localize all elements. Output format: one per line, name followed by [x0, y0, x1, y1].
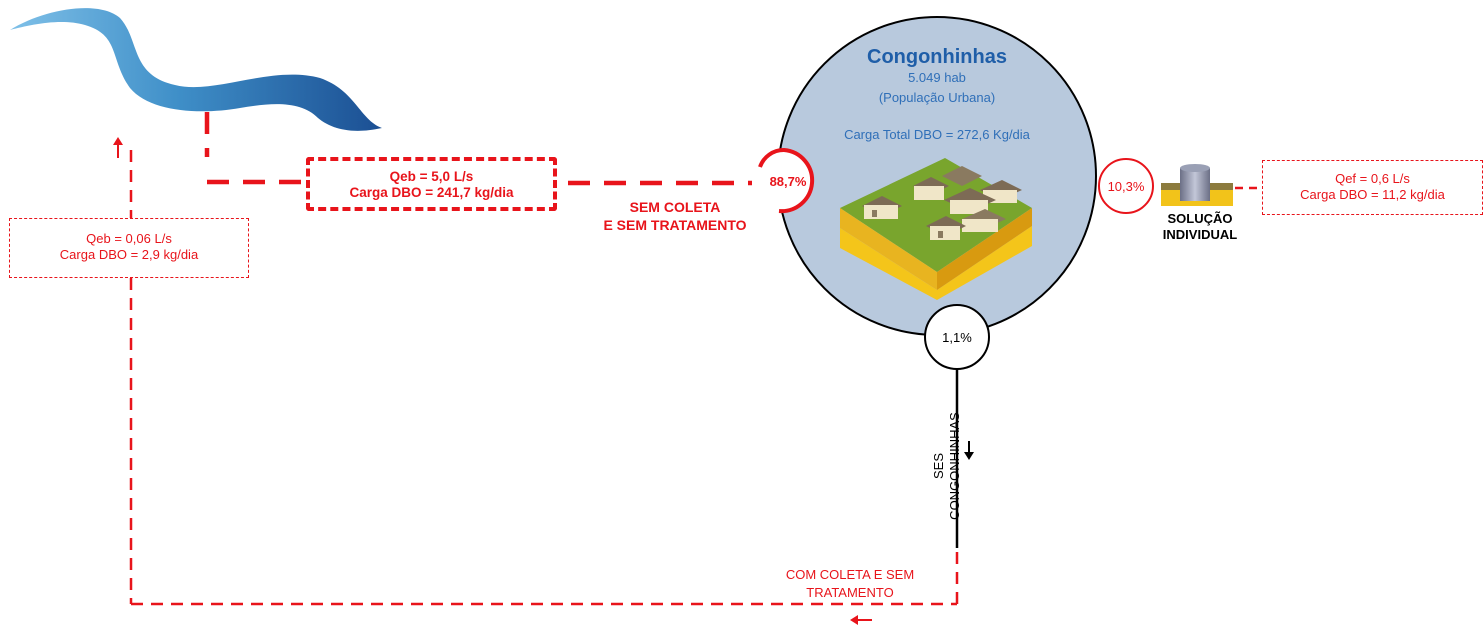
sem-coleta-flow: Qeb = 5,0 L/s: [389, 169, 474, 184]
houses-icon: [840, 158, 1032, 300]
house: [960, 209, 1006, 232]
house: [944, 188, 996, 214]
ses-label-line-1: SES: [931, 453, 946, 480]
city-population-note: (População Urbana): [878, 90, 996, 105]
solucao-percent: 10,3%: [1107, 178, 1145, 194]
com-coleta-percent-circle: 1,1%: [924, 304, 990, 370]
com-coleta-label-2: TRATAMENTO: [806, 585, 894, 600]
solucao-load-box: Qef = 0,6 L/s Carga DBO = 11,2 kg/dia: [1262, 160, 1483, 215]
house: [942, 166, 1022, 203]
arrow-down-icon: [964, 441, 974, 460]
solucao-label-2: INDIVIDUAL: [1162, 227, 1238, 242]
sem-coleta-load: Carga DBO = 241,7 kg/dia: [349, 185, 514, 200]
sem-coleta-label-2: E SEM TRATAMENTO: [603, 217, 747, 233]
city-total-load: Carga Total DBO = 272,6 Kg/dia: [844, 127, 1030, 142]
solucao-label-1: SOLUÇÃO: [1167, 211, 1233, 226]
com-coleta-flow: Qeb = 0,06 L/s: [86, 231, 172, 246]
arrow-left-icon: [850, 615, 872, 625]
house: [926, 216, 966, 240]
solucao-percent-circle: 10,3%: [1098, 158, 1154, 214]
house: [862, 196, 902, 219]
ses-label: SES CONGONHINHAS: [931, 391, 967, 541]
solucao-flow: Qef = 0,6 L/s: [1335, 171, 1410, 186]
septic-tank-icon: [1161, 164, 1233, 206]
sem-coleta-label-1: SEM COLETA: [629, 199, 721, 215]
com-coleta-percent: 1,1%: [942, 329, 972, 345]
sem-coleta-load-box: Qeb = 5,0 L/s Carga DBO = 241,7 kg/dia: [306, 157, 557, 211]
river-icon: [10, 8, 382, 131]
city-name: Congonhinhas: [867, 46, 1007, 68]
com-coleta-load-box: Qeb = 0,06 L/s Carga DBO = 2,9 kg/dia: [9, 218, 249, 278]
arrow-up-icon: [113, 137, 123, 158]
sem-coleta-percent: 88,7%: [769, 174, 807, 189]
ses-label-line-2: CONGONHINHAS: [947, 412, 962, 520]
city-population: 5.049 hab: [908, 70, 966, 85]
house: [913, 177, 949, 200]
com-coleta-load: Carga DBO = 2,9 kg/dia: [59, 247, 199, 262]
com-coleta-return-line: [129, 150, 959, 606]
sem-coleta-arc: [758, 147, 815, 214]
solucao-load: Carga DBO = 11,2 kg/dia: [1300, 187, 1445, 202]
com-coleta-label-1: COM COLETA E SEM: [785, 567, 915, 582]
sem-coleta-flow-lines: [204, 112, 752, 186]
